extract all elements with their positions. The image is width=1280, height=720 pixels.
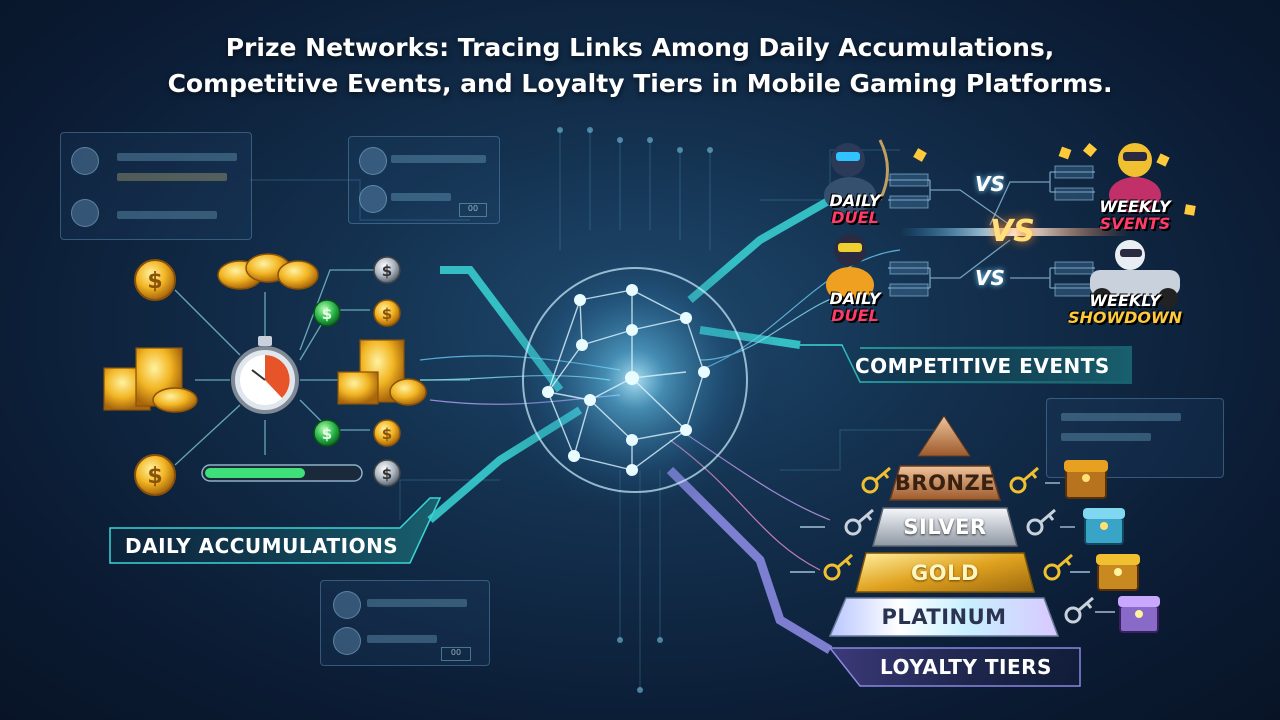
treasure-chest-icon <box>1118 596 1160 633</box>
vs-label-top: VS <box>975 172 1005 196</box>
title-line-2: Competitive Events, and Loyalty Tiers in… <box>167 69 1113 98</box>
tier-label-bronze: BRONZE <box>894 471 996 495</box>
svg-text:$: $ <box>147 464 162 489</box>
key-icon <box>844 508 874 536</box>
tier-label-silver: SILVER <box>903 515 987 539</box>
tier-band-platinum <box>828 597 1060 637</box>
key-icon <box>861 466 891 494</box>
svg-text:$: $ <box>322 305 332 323</box>
svg-text:$: $ <box>382 262 392 280</box>
page-title: Prize Networks: Tracing Links Among Dail… <box>0 30 1280 102</box>
dollar-coin-icon: $ <box>313 299 341 327</box>
dollar-coin-icon: $ <box>134 259 176 301</box>
character-daily-duel-runner <box>826 234 874 303</box>
tier-band-gold <box>855 552 1035 593</box>
character-weekly-events-racer <box>1109 143 1161 213</box>
svg-text:$: $ <box>147 269 162 294</box>
dollar-coin-icon: $ <box>373 459 401 487</box>
loyalty-banner-shape <box>828 647 1081 687</box>
coin-stack-left <box>103 347 198 413</box>
daily-banner-shape <box>109 497 442 564</box>
treasure-chest-icon <box>1083 508 1125 545</box>
event-label-daily-duel-2: DAILY DUEL <box>829 289 881 325</box>
coin-stack-right <box>337 339 427 406</box>
coin-pile-top <box>217 253 319 290</box>
stopwatch-icon <box>231 336 299 414</box>
dollar-coin-icon: $ <box>373 299 401 327</box>
section-loyalty-tiers: LOYALTY TIERS <box>880 655 1052 679</box>
treasure-chest-icon <box>1064 460 1108 499</box>
svg-text:$: $ <box>322 425 332 443</box>
character-weekly-showdown-kart <box>1090 240 1180 308</box>
svg-text:$: $ <box>382 305 392 323</box>
key-icon <box>1026 508 1056 536</box>
treasure-chest-icon <box>1096 554 1140 591</box>
svg-text:$: $ <box>382 465 392 483</box>
svg-text:$: $ <box>382 425 392 443</box>
ghost-panel-bottom-center: 00 <box>320 580 490 666</box>
dollar-coin-icon: $ <box>373 419 401 447</box>
vs-energy-beam <box>900 228 1130 236</box>
key-icon <box>823 553 853 581</box>
dollar-coin-icon: $ <box>373 256 401 284</box>
key-icon <box>1009 466 1039 494</box>
hub-nodes <box>542 284 710 476</box>
dollar-coin-icon: $ <box>134 454 176 496</box>
tier-label-gold: GOLD <box>911 560 979 585</box>
vs-label-bottom: VS <box>975 266 1005 290</box>
tier-band-silver <box>872 507 1018 547</box>
section-daily-accumulations: DAILY ACCUMULATIONS <box>125 534 399 558</box>
competitive-banner-shape <box>842 346 1132 384</box>
event-label-weekly-showdown: WEEKLY SHOWDOWN <box>1067 291 1183 327</box>
title-line-1: Prize Networks: Tracing Links Among Dail… <box>225 33 1055 62</box>
event-label-daily-duel-1: DAILY DUEL <box>829 191 881 227</box>
vs-label-center: VS <box>990 214 1035 249</box>
character-daily-duel-archer <box>824 139 889 213</box>
ghost-panel-top-center: 00 <box>348 136 500 224</box>
dollar-coin-icon: $ <box>313 419 341 447</box>
ghost-badge: 00 <box>441 647 471 661</box>
ghost-panel-top-left <box>60 132 252 240</box>
daily-progress-bar <box>201 464 363 482</box>
ghost-badge: 00 <box>459 203 487 217</box>
section-competitive-events: COMPETITIVE EVENTS <box>855 354 1110 378</box>
tier-band-bronze <box>888 465 1002 501</box>
event-label-weekly-events: WEEKLY SVENTS <box>1099 197 1171 233</box>
key-icon <box>1064 596 1094 624</box>
pyramid-top-icon <box>917 415 971 457</box>
key-icon <box>1043 553 1073 581</box>
tier-label-platinum: PLATINUM <box>881 605 1007 629</box>
